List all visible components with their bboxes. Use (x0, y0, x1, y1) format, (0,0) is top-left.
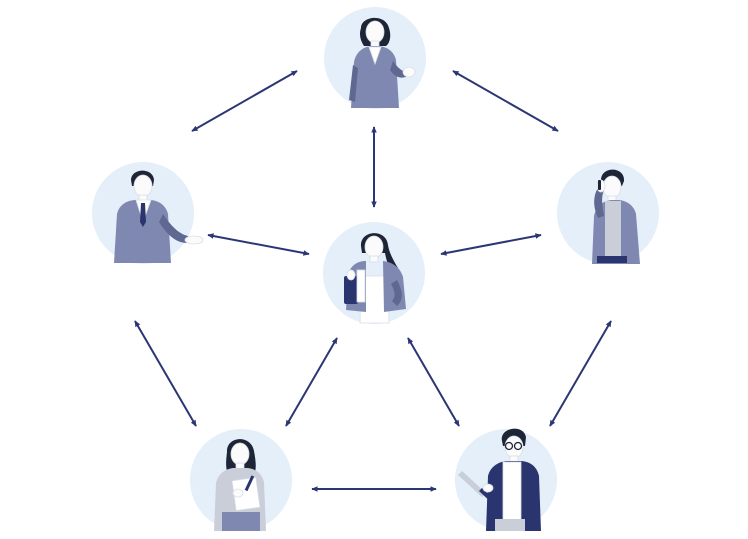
man-with-laptop-icon (458, 428, 541, 531)
arrow-right-bottomright (549, 320, 612, 427)
connection-arrows (134, 70, 612, 492)
arrow-right-center (440, 233, 542, 256)
arrow-top-right (452, 70, 559, 132)
node-left (92, 162, 204, 264)
arrow-center-bottomleft (285, 337, 338, 427)
businesswoman-icon (349, 17, 416, 108)
arrow-center-bottomright (407, 337, 460, 427)
node-bottom-right (455, 428, 557, 531)
woman-with-tablet-icon (344, 233, 406, 324)
woman-with-clipboard-icon (214, 439, 266, 531)
node-bottom-left (190, 429, 292, 531)
arrow-top-left (191, 70, 298, 132)
arrow-left-bottomleft (134, 320, 197, 427)
node-top (324, 7, 426, 109)
node-center (323, 222, 425, 324)
businessman-icon (114, 170, 204, 263)
node-right (557, 162, 659, 264)
man-on-phone-icon (592, 169, 640, 264)
arrow-left-center (207, 233, 310, 256)
